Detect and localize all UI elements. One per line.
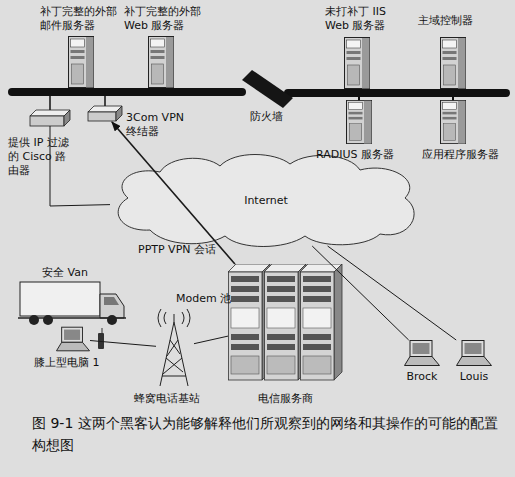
laptop-box: Louis: [456, 340, 492, 366]
node-label: 安全 Van: [42, 266, 106, 280]
firewall-symbol: [242, 70, 293, 108]
phone-symbol: [98, 333, 104, 349]
server-symbol: [441, 38, 466, 89]
server-box: 补丁完整的外部 邮件服务器: [68, 36, 94, 88]
server-symbol: [149, 37, 174, 88]
radio-wave: [182, 312, 184, 324]
laptop-symbol: [405, 341, 440, 366]
rack-symbol: [228, 264, 270, 380]
van-window: [104, 297, 119, 305]
tower-mast: [174, 314, 175, 322]
node-label: Louis: [448, 370, 500, 384]
connector-line: [312, 246, 409, 340]
router-box: 提供 IP 过滤 的 Cisco 路由器: [30, 110, 70, 126]
server-box: 未打补丁 IIS Web 服务器: [344, 37, 370, 89]
connector-line: [112, 122, 235, 264]
network-bus: [284, 89, 510, 97]
laptop-box: Brock: [404, 340, 440, 366]
tower-brace: [170, 340, 180, 354]
vpn-body: [88, 112, 116, 121]
node-label: 补丁完整的外部 Web 服务器: [124, 5, 208, 33]
van-wheel: [29, 315, 39, 325]
node-label: Internet: [110, 194, 422, 208]
cell-tower: [158, 309, 190, 386]
vpn-box: 3Com VPN 终结器: [88, 106, 122, 122]
node-label: 提供 IP 过滤 的 Cisco 路由器: [8, 136, 74, 178]
node-label: 蜂窝电话基站: [134, 392, 218, 406]
van-trailer: [20, 282, 100, 316]
vpn-side: [116, 106, 122, 121]
server-box: 补丁完整的外部 Web 服务器: [148, 36, 174, 88]
radio-wave: [164, 312, 166, 324]
rack-symbol: [300, 264, 342, 380]
node-label: 主域控制器: [418, 14, 488, 28]
van-wheel: [107, 315, 117, 325]
radio-wave: [158, 309, 161, 327]
router-top: [30, 110, 70, 116]
node-label: 应用程序服务器: [422, 148, 504, 162]
tower-brace: [163, 358, 182, 374]
edge-label: PPTP VPN 会话: [138, 243, 238, 257]
router-body: [30, 116, 64, 126]
server-symbol: [441, 100, 466, 143]
server-box: RADIUS 服务器: [346, 100, 372, 144]
node-label: 未打补丁 IIS Web 服务器: [325, 5, 397, 33]
node-label: 电信服务商: [258, 392, 328, 406]
node-label: RADIUS 服务器: [316, 148, 412, 162]
tower-box: 蜂窝电话基站: [156, 310, 194, 386]
laptop-symbol: [457, 341, 492, 366]
node-label: Brock: [396, 370, 448, 384]
network-bus: [8, 88, 246, 96]
node-label: 3Com VPN 终结器: [126, 111, 190, 139]
figure-caption: 图 9-1 这两个黑客认为能够解释他们所观察到的网络和其操作的可能的配置构想图: [32, 412, 500, 456]
server-box: 主域控制器: [440, 37, 466, 89]
router-side: [64, 110, 70, 126]
firewall-box: 防火墙: [242, 70, 293, 108]
server-symbol: [347, 100, 372, 143]
van-wheel: [43, 315, 53, 325]
node-label: Modem 池: [176, 292, 234, 306]
cloud-box: Internet: [110, 156, 422, 246]
node-label: 补丁完整的外部 邮件服务器: [40, 5, 124, 33]
connector-line: [328, 246, 457, 340]
laptop-box: 膝上型电脑 1: [56, 326, 90, 352]
node-label: 防火墙: [250, 110, 300, 124]
radio-wave: [187, 309, 190, 327]
laptop-symbol: [56, 327, 89, 351]
modem-pool-box: Modem 池电信服务商: [228, 264, 344, 382]
connector-line: [90, 341, 156, 347]
tower-brace: [167, 340, 178, 356]
server-box: 应用程序服务器: [440, 100, 466, 144]
rack-symbol: [264, 264, 306, 380]
tower-brace: [162, 376, 186, 377]
node-label: 膝上型电脑 1: [34, 356, 118, 370]
server-symbol: [69, 37, 94, 88]
server-symbol: [345, 38, 370, 89]
van-box: 安全 Van: [18, 282, 126, 325]
connector-line: [194, 336, 228, 344]
van-cab: [100, 294, 124, 318]
phone-antenna: [102, 328, 103, 333]
